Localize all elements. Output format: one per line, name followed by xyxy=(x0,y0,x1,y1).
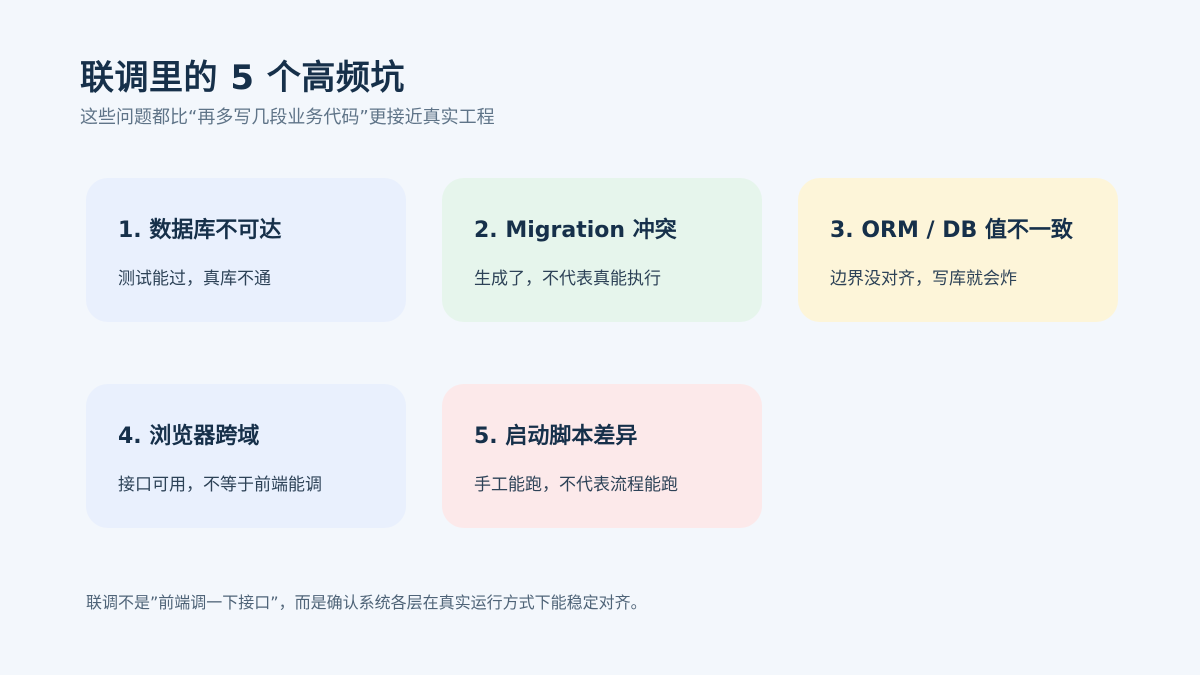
card-title: 1. 数据库不可达 xyxy=(118,218,282,243)
card-title: 3. ORM / DB 值不一致 xyxy=(830,218,1073,243)
card-desc: 手工能跑，不代表流程能跑 xyxy=(474,475,678,495)
card-browser-cors: 4. 浏览器跨域 接口可用，不等于前端能调 xyxy=(86,384,406,528)
card-desc: 边界没对齐，写库就会炸 xyxy=(830,269,1017,289)
card-desc: 测试能过，真库不通 xyxy=(118,269,271,289)
card-title: 4. 浏览器跨域 xyxy=(118,424,260,449)
card-database-unreachable: 1. 数据库不可达 测试能过，真库不通 xyxy=(86,178,406,322)
card-migration-conflict: 2. Migration 冲突 生成了，不代表真能执行 xyxy=(442,178,762,322)
card-title: 2. Migration 冲突 xyxy=(474,218,677,243)
page-title: 联调里的 5 个高频坑 xyxy=(80,58,405,98)
page-subtitle: 这些问题都比“再多写几段业务代码”更接近真实工程 xyxy=(80,107,495,128)
card-desc: 接口可用，不等于前端能调 xyxy=(118,475,322,495)
card-orm-db-mismatch: 3. ORM / DB 值不一致 边界没对齐，写库就会炸 xyxy=(798,178,1118,322)
footer-note: 联调不是”前端调一下接口”，而是确认系统各层在真实运行方式下能稳定对齐。 xyxy=(86,593,647,612)
card-title: 5. 启动脚本差异 xyxy=(474,424,638,449)
card-desc: 生成了，不代表真能执行 xyxy=(474,269,661,289)
card-startup-script-diff: 5. 启动脚本差异 手工能跑，不代表流程能跑 xyxy=(442,384,762,528)
